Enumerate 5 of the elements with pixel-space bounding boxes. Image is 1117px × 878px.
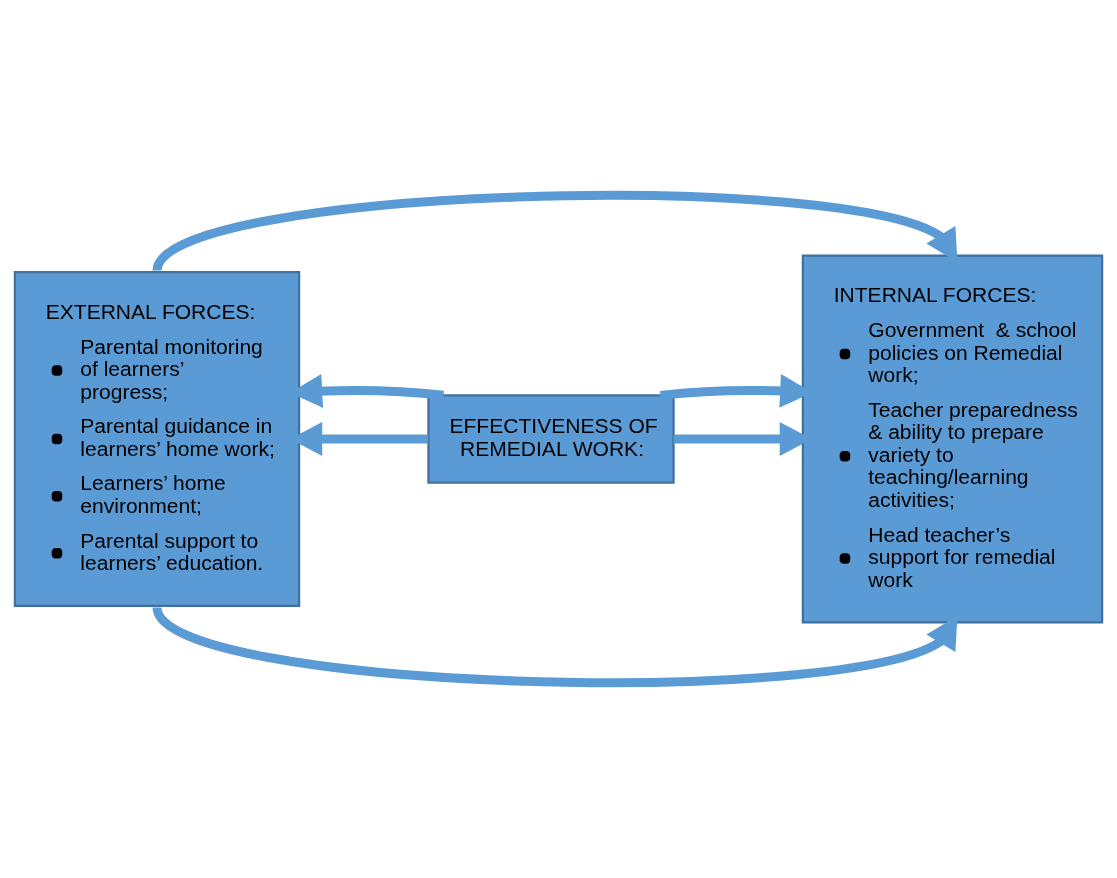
arrow <box>153 604 958 688</box>
node-box: EFFECTIVENESS OF REMEDIAL WORK: <box>427 394 675 484</box>
node-box: EXTERNAL FORCES: Parental monitoring of learners’ progress; Parental guidance in learners’ home work; Learners’ home environment; Parental support to learners’ education. <box>13 270 301 608</box>
arrow <box>153 190 958 274</box>
node-box: INTERNAL FORCES: Government & school policies on Remedial work; Teacher preparedness & ability to prepare variety to teaching/learning activities; Head teacher’s support for remedial work <box>801 254 1104 624</box>
